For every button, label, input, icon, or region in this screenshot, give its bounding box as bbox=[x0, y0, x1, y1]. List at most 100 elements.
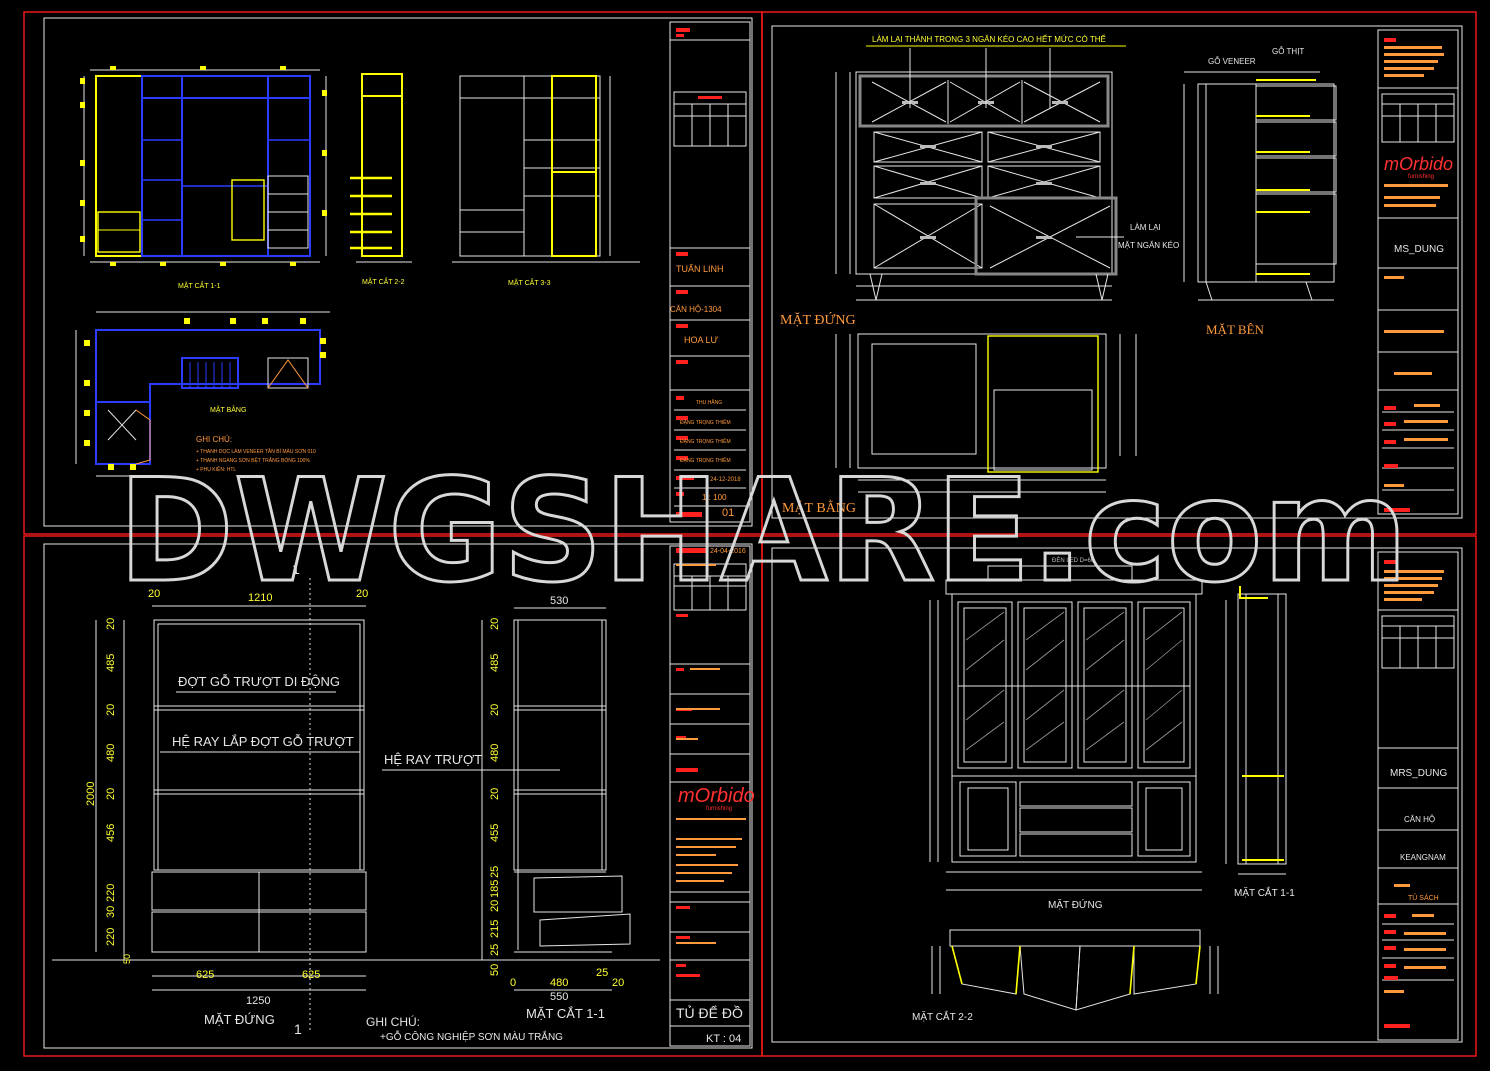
sheet3-elevation-label: MẶT ĐỨNG bbox=[204, 1012, 275, 1027]
sheet4-glass-hatch bbox=[965, 611, 1183, 751]
sheet1-plan-label: MẶT BẰNG bbox=[210, 405, 246, 414]
sheet1-project: HOA LƯ bbox=[684, 335, 719, 345]
sheet4-title-block bbox=[1377, 551, 1459, 1041]
sheet3-dim-left-8: 220 bbox=[105, 928, 117, 946]
sheet3-section-mark-top: 1 bbox=[292, 561, 300, 577]
sheet2-client: MS_DUNG bbox=[1394, 244, 1444, 255]
sheet3-side-dim-8: 20 bbox=[489, 900, 501, 912]
sheet1-section-1-1 bbox=[83, 69, 327, 263]
sheet3-date: 24-04-2016 bbox=[710, 548, 746, 555]
sheet2-solid-wood-label: GỖ THỊT bbox=[1272, 47, 1304, 56]
sheet3: 20 1210 20 20 485 20 480 20 456 220 30 2… bbox=[52, 545, 755, 1047]
sheet1-scale: 1 : 100 bbox=[702, 493, 727, 502]
sheet1-sheet-no: 01 bbox=[722, 507, 734, 519]
sheet2-plan-label: MẶT BẰNG bbox=[782, 499, 856, 516]
sheet1-note-1: + THANH NGANG SƠN BỆT TRẮNG BÓNG 100% bbox=[196, 456, 310, 464]
sheet3-dim-bottom-right: 625 bbox=[302, 969, 320, 981]
sheet3-logo: mOrbido bbox=[678, 785, 755, 807]
sheet2-redo-note-1: LÀM LẠI bbox=[1130, 223, 1161, 232]
sheet2-plan bbox=[835, 333, 1137, 493]
sheet3-sheet-title: TỦ ĐỂ ĐỒ bbox=[676, 1004, 743, 1021]
sheet4: ĐÈN LED D=60 MẶT ĐỨNG bbox=[912, 551, 1459, 1041]
sheet3-side-bottom-3: 20 bbox=[612, 977, 624, 989]
sheet2-logo: mOrbido bbox=[1384, 154, 1453, 174]
sheet3-dim-left-9: 50 bbox=[122, 954, 132, 964]
sheet2-top-note: LÀM LẠI THÀNH TRONG 3 NGĂN KÉO CAO HẾT M… bbox=[872, 34, 1106, 44]
sheet3-side-bottom-0: 0 bbox=[510, 977, 516, 989]
sheet1-designer: THU HẰNG bbox=[696, 398, 722, 406]
sheet4-title-red-marks bbox=[1384, 560, 1410, 1028]
sheet3-overall-height: 2000 bbox=[85, 782, 97, 806]
sheet1-checker-1: ĐẶNG TRỌNG THIÊM bbox=[680, 418, 731, 426]
sheet3-side-dim-0: 20 bbox=[489, 618, 501, 630]
sheet3-side-dim-2: 20 bbox=[489, 704, 501, 716]
sheet3-logo-sub: furnishing bbox=[706, 806, 732, 812]
sheet3-note: +GỖ CÔNG NGHIỆP SƠN MÀU TRẮNG bbox=[380, 1030, 563, 1043]
sheet2-title-red-marks bbox=[1384, 38, 1410, 512]
sheet1-checker-3: ĐẶNG TRỌNG THIÊM bbox=[680, 456, 731, 464]
sheet3-dim-top-mid: 1210 bbox=[248, 592, 272, 604]
sheet4-apartment: CĂN HỘ bbox=[1404, 815, 1435, 824]
sheet1-notes-title: GHI CHÚ: bbox=[196, 435, 232, 444]
sheet1-client: TUẤN LINH bbox=[676, 264, 724, 274]
sheet3-left-dims: 20 485 20 480 20 456 220 30 220 50 2000 bbox=[85, 618, 132, 964]
sheet3-dim-left-7: 30 bbox=[105, 906, 117, 918]
sheet4-client: MRS_DUNG bbox=[1390, 768, 1447, 779]
sheet3-dim-left-0: 20 bbox=[105, 618, 117, 630]
sheet4-title-text-bars bbox=[1384, 570, 1446, 993]
viewport-red-frames bbox=[23, 11, 1477, 1057]
sheet2-side-label: MẶT BÊN bbox=[1206, 322, 1265, 337]
sheet3-dim-top-left: 20 bbox=[148, 588, 160, 600]
sheet2-side-yellow bbox=[1256, 79, 1316, 275]
sheet4-section-1-1 bbox=[1225, 593, 1287, 875]
sheet2-dresser-elevation bbox=[835, 71, 1118, 301]
sheet1-yellow-dimension-ticks bbox=[80, 66, 327, 266]
sheet3-side-dim-7: 185 bbox=[489, 880, 501, 898]
sheet4-section-1-1-label: MẶT CẮT 1-1 bbox=[1234, 886, 1295, 899]
sheet4-section-1-1-yellow bbox=[1239, 586, 1284, 861]
sheet2: LÀM LẠI THÀNH TRONG 3 NGĂN KÉO CAO HẾT M… bbox=[780, 29, 1459, 516]
sheet2-veneer-label: GỖ VENEER bbox=[1208, 57, 1256, 66]
sheet1-plan bbox=[75, 311, 330, 477]
sheet3-side-dim-11: 50 bbox=[489, 964, 501, 976]
sheet1-section-2-2 bbox=[350, 73, 412, 263]
sheet1-date: 24-12-2018 bbox=[710, 477, 741, 483]
sheet3-label-shelf: ĐỢT GỖ TRƯỢT DI ĐỘNG bbox=[178, 674, 340, 689]
sheet1-note-0: + THANH DỌC LÀM VENEER TẦN BÌ MÀU SƠN 01… bbox=[196, 448, 316, 455]
sheet4-elevation-label: MẶT ĐỨNG bbox=[1048, 898, 1103, 911]
sheet3-section-1-1 bbox=[481, 607, 631, 991]
sheet4-bookcase-elevation bbox=[929, 565, 1203, 891]
sheet3-overall-width: 1250 bbox=[246, 995, 270, 1007]
sheet3-sheet-no: KT : 04 bbox=[706, 1033, 741, 1045]
sheet3-section-mark-bottom: 1 bbox=[294, 1021, 302, 1037]
sheet3-side-bottom-2: 25 bbox=[596, 967, 608, 979]
sheet4-section-2-2-yellow bbox=[951, 945, 1201, 995]
sheet1-section-2-2-label: MẶT CẮT 2-2 bbox=[362, 277, 405, 286]
sheet1-title-block bbox=[669, 21, 751, 523]
sheet2-title-block bbox=[1377, 29, 1459, 515]
sheet3-side-dim-1: 485 bbox=[489, 654, 501, 672]
sheet3-dim-left-6: 220 bbox=[105, 884, 117, 902]
sheet4-title: TỦ SÁCH bbox=[1408, 893, 1439, 902]
sheet2-side-view bbox=[1183, 71, 1337, 301]
sheet4-section-2-2-label: MẶT CẮT 2-2 bbox=[912, 1010, 973, 1023]
sheet2-logo-sub: furnishing bbox=[1408, 174, 1434, 180]
sheet1-apartment: CĂN HỘ-1304 bbox=[670, 305, 722, 314]
sheet3-dim-left-4: 20 bbox=[105, 788, 117, 800]
sheet1-section-3-3 bbox=[452, 75, 640, 263]
sheet1-note-2: + PHỤ KIỆN: HTL bbox=[196, 465, 236, 473]
sheet3-dim-bottom-left: 625 bbox=[196, 969, 214, 981]
sheet2-handles bbox=[902, 101, 1068, 239]
sheet2-redo-note-2: MẶT NGĂN KÉO bbox=[1118, 241, 1179, 250]
sheet4-project: KEANGNAM bbox=[1400, 853, 1446, 862]
sheet3-dim-left-3: 480 bbox=[105, 744, 117, 762]
sheet3-title-block bbox=[669, 545, 751, 1047]
sheet3-section-label: MẶT CẮT 1-1 bbox=[526, 1006, 605, 1021]
sheet1-section-1-1-label: MẶT CẮT 1-1 bbox=[178, 281, 221, 290]
sheet3-side-dims: 20 485 20 480 20 455 25 185 20 215 25 50 bbox=[489, 618, 501, 976]
sheet3-side-overall: 550 bbox=[550, 991, 568, 1003]
sheet3-dim-left-2: 20 bbox=[105, 704, 117, 716]
sheet1-title-red-marks bbox=[676, 28, 722, 517]
sheet3-side-bottom-1: 480 bbox=[550, 977, 568, 989]
